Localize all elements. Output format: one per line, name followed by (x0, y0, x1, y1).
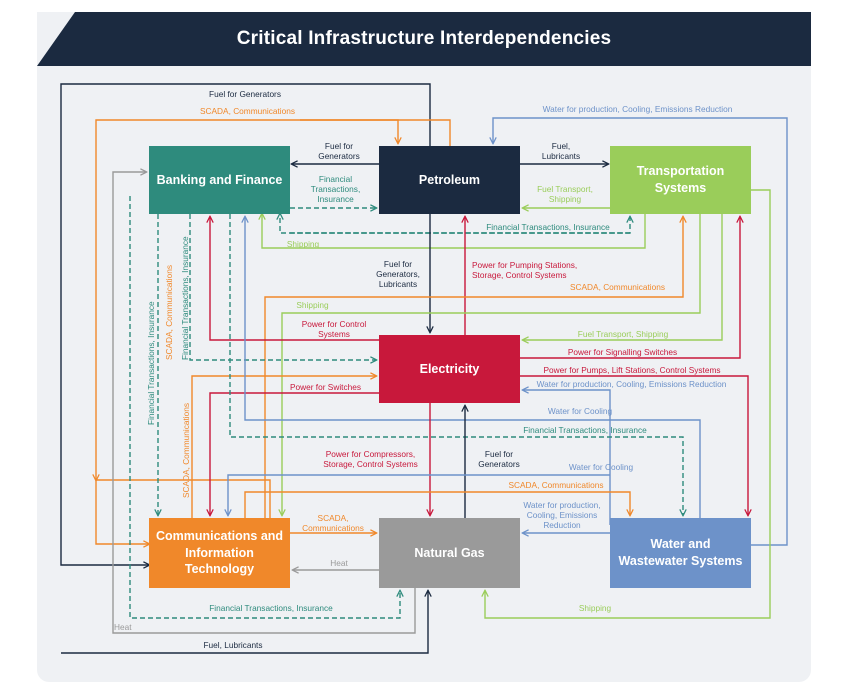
label-vertical-financial-1: Financial Transactions, Insurance (146, 301, 156, 425)
connector-line-22 (523, 390, 611, 525)
node-natural-gas-label: Natural Gas (414, 545, 485, 560)
connector-line-16 (282, 214, 701, 515)
connector-line-26 (229, 214, 683, 515)
node-natural-gas[interactable]: Natural Gas (379, 518, 520, 588)
connector-line-36 (112, 172, 416, 634)
label-fuel-gen-lub-pe: Fuel for Generators, Lubricants (376, 259, 420, 289)
connector-line-5 (493, 117, 788, 546)
connector-line-3 (96, 119, 451, 480)
connector-line-4 (300, 119, 398, 143)
node-electricity-label: Electricity (419, 361, 480, 376)
banner-shape (37, 12, 811, 66)
connector-line-19 (523, 214, 723, 340)
label-power-pumping: Power for Pumping Stations, Storage, Con… (472, 260, 578, 280)
label-power-signalling: Power for Signalling Switches (567, 347, 678, 357)
label-fuel-for-generators-pb: Fuel for Generators (318, 141, 360, 161)
label-fuel-transport-te: Fuel Transport, Shipping (577, 329, 669, 339)
node-water-wastewater[interactable]: Water and Wastewater Systems (610, 518, 751, 588)
label-vertical-scada-2: SCADA, Communications (181, 403, 191, 498)
label-water-top: Water for production, Cooling, Emissions… (542, 104, 733, 114)
connector-line-35 (129, 196, 400, 619)
label-power-switches: Power for Switches (289, 382, 361, 392)
label-shipping-tn: Shipping (578, 603, 612, 613)
label-scada-cw: SCADA, Communications (508, 480, 604, 490)
connector-line-12 (262, 214, 646, 249)
label-vertical-scada-1: SCADA, Communications (164, 265, 174, 360)
label-scada-tc: SCADA, Communications (570, 282, 665, 292)
node-petroleum-label: Petroleum (418, 172, 481, 187)
title-banner: Critical Infrastructure Interdependencie… (37, 12, 811, 66)
label-power-control: Power for Control Systems (301, 319, 367, 339)
node-communications-it[interactable]: Communications and Information Technolog… (149, 518, 290, 588)
node-banking-finance[interactable]: Banking and Finance (149, 146, 290, 214)
connector-line-17 (210, 217, 379, 341)
connector-line-21 (520, 375, 748, 515)
label-fuel-for-generators-top: Fuel for Generators (209, 89, 281, 99)
diagram-title: Critical Infrastructure Interdependencie… (236, 28, 612, 49)
label-fuel-lubricants-pt: Fuel, Lubricants (541, 141, 581, 161)
connector-line-25 (245, 217, 701, 518)
label-scada-top: SCADA, Communications (200, 106, 295, 116)
label-power-compressors: Power for Compressors, Storage, Control … (323, 449, 418, 469)
label-heat-nc: Heat (330, 558, 348, 568)
node-petroleum[interactable]: Petroleum (379, 146, 520, 214)
label-water-cooling-2: Water for Cooling (568, 462, 634, 472)
node-banking-finance-label: Banking and Finance (156, 172, 283, 187)
connector-line-34 (485, 189, 771, 619)
label-fuel-transport-tp: Fuel Transport, Shipping (537, 184, 593, 204)
node-transportation[interactable]: Transportation Systems (610, 146, 751, 214)
label-vertical-financial-2: Financial Transactions, Insurance (180, 236, 190, 360)
connector-line-30 (244, 491, 630, 518)
connector-line-29 (228, 474, 610, 515)
label-scada-cn: SCADA, Communications (302, 513, 364, 533)
connector-line-24 (191, 376, 376, 518)
node-communications-it-label: Communications and Information Technolog… (155, 528, 284, 577)
label-water-we: Water for production, Cooling, Emissions… (536, 379, 727, 389)
label-heat-bottom: Heat (114, 622, 132, 632)
node-water-wastewater-label: Water and Wastewater Systems (618, 537, 743, 568)
node-transportation-label: Transportation Systems (636, 164, 725, 195)
label-fuel-lubricants-bottom: Fuel, Lubricants (203, 640, 263, 650)
label-water-cooling-1: Water for Cooling (547, 406, 613, 416)
connector-line-20 (520, 217, 740, 359)
label-fuel-gen-ne: Fuel for Generators (478, 449, 520, 469)
label-financial-bn: Financial Transactions, Insurance (209, 603, 333, 613)
node-electricity[interactable]: Electricity (379, 335, 520, 403)
label-financial-bp: Financial Transactions, Insurance (310, 174, 361, 204)
connector-line-23 (210, 392, 379, 515)
label-shipping-tb: Shipping (286, 239, 320, 249)
label-financial-row: Financial Transactions, Insurance (486, 222, 610, 232)
connector-line-37 (61, 591, 428, 654)
connector-line-11 (280, 214, 630, 234)
label-financial-bw: Financial Transactions, Insurance (523, 425, 647, 435)
label-water-wn: Water for production, Cooling, Emissions… (523, 500, 601, 530)
connector-line-18 (189, 214, 376, 360)
connector-line-1 (60, 83, 431, 565)
label-shipping-tc: Shipping (296, 300, 329, 310)
connector-line-15 (264, 217, 683, 518)
label-power-pumps: Power for Pumps, Lift Stations, Control … (543, 365, 721, 375)
